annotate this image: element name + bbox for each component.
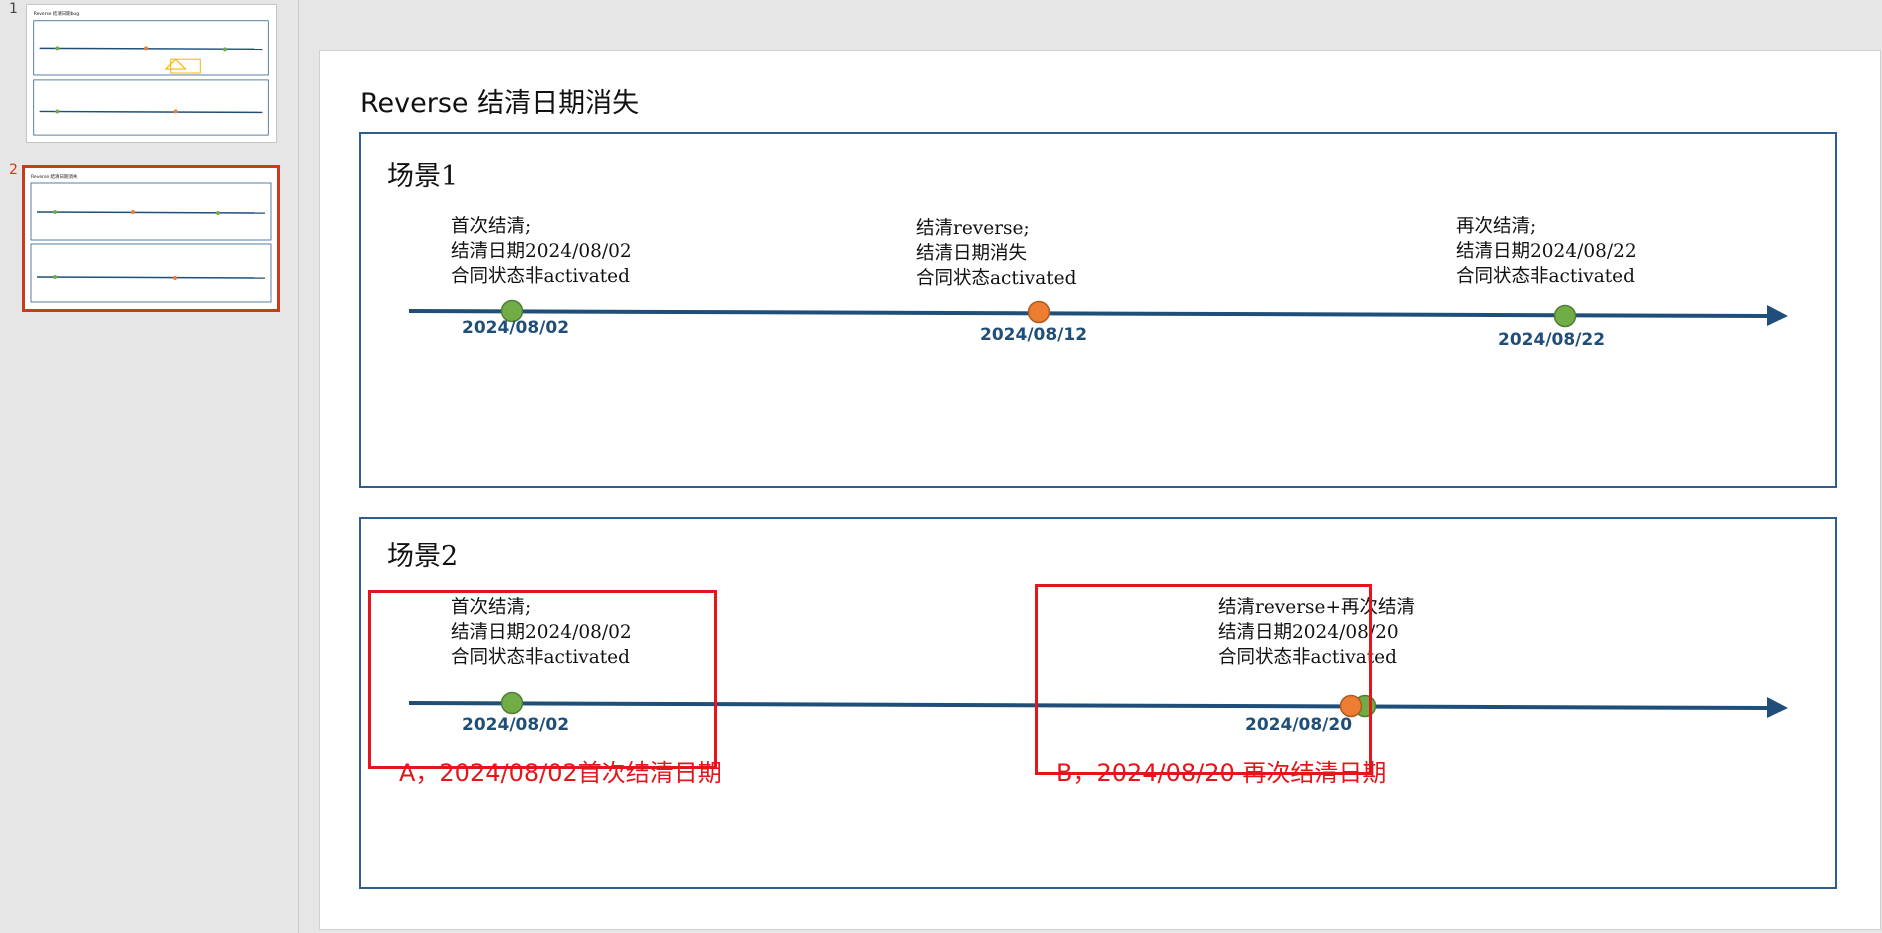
scene-1-box[interactable]: 场景1 首次结清; 结清日期2024/08/02 合同状态非activated … — [359, 132, 1837, 488]
slide-title[interactable]: Reverse 结清日期消失 — [360, 88, 640, 119]
scene-1-event-1-text[interactable]: 首次结清; 结清日期2024/08/02 合同状态非activated — [451, 216, 632, 287]
thumbnail-2-title: Reverse 结清日期消失 — [31, 173, 78, 180]
thumbnail-number-1: 1 — [9, 1, 18, 17]
scene-1-event-3-dot[interactable] — [1553, 304, 1577, 328]
thumbnail-1-title: Reverse 结清日期bug — [34, 10, 79, 17]
scene-2-event-2-text[interactable]: 结清reverse+再次结清 结清日期2024/08/20 合同状态非activ… — [1218, 597, 1415, 668]
scene-1-date-1[interactable]: 2024/08/02 — [462, 318, 570, 338]
slide[interactable]: Reverse 结清日期消失 场景1 首次结清; 结清日期2024/08/02 … — [319, 50, 1881, 930]
scene-1-event-1-dot[interactable] — [500, 299, 524, 323]
scene-2-date-2[interactable]: 2024/08/20 — [1245, 715, 1353, 735]
scene-2-box[interactable]: 场景2 首次结清; 结清日期2024/08/02 合同状态非activated … — [359, 517, 1837, 889]
annotation-b-label[interactable]: B，2024/08/20 再次结清日期 — [1056, 759, 1387, 787]
scene-2-event-2-orange-dot[interactable] — [1339, 694, 1363, 718]
scene-1-timeline[interactable] — [361, 134, 1839, 490]
annotation-a-box[interactable] — [368, 590, 717, 769]
annotation-b-box[interactable] — [1035, 584, 1372, 775]
scene-2-event-1-dot[interactable] — [500, 691, 524, 715]
slide-editing-canvas[interactable]: Reverse 结清日期消失 场景1 首次结清; 结清日期2024/08/02 … — [298, 0, 1882, 933]
scene-2-event-1-text[interactable]: 首次结清; 结清日期2024/08/02 合同状态非activated — [451, 597, 632, 668]
thumbnail-1-preview: Reverse 结清日期bug — [27, 5, 276, 142]
scene-1-date-3[interactable]: 2024/08/22 — [1498, 330, 1606, 350]
scene-1-event-3-text[interactable]: 再次结清; 结清日期2024/08/22 合同状态非activated — [1456, 216, 1637, 287]
thumbnail-2-preview: Reverse 结清日期消失 — [25, 168, 277, 309]
scene-1-date-2[interactable]: 2024/08/12 — [980, 325, 1088, 345]
scene-1-event-2-text[interactable]: 结清reverse; 结清日期消失 合同状态activated — [916, 218, 1077, 289]
scene-1-timeline-line — [409, 309, 1770, 318]
slide-thumbnail-pane: 1 Reverse 结清日期bug 2 Reverse 结清日期消失 — [0, 0, 299, 933]
scene-2-timeline-line — [409, 701, 1770, 710]
scene-2-timeline-arrowhead — [1767, 697, 1788, 718]
scene-2-timeline[interactable] — [361, 519, 1839, 891]
slide-thumbnail-2[interactable]: Reverse 结清日期消失 — [22, 165, 280, 312]
slide-thumbnail-1[interactable]: Reverse 结清日期bug — [26, 4, 277, 143]
thumbnail-number-2: 2 — [9, 162, 18, 178]
scene-1-event-2-dot[interactable] — [1027, 300, 1051, 324]
scene-1-timeline-arrowhead — [1767, 305, 1788, 326]
scene-2-label[interactable]: 场景2 — [387, 541, 459, 572]
scene-2-date-1[interactable]: 2024/08/02 — [462, 715, 570, 735]
annotation-a-label[interactable]: A，2024/08/02首次结清日期 — [399, 759, 722, 787]
scene-1-label[interactable]: 场景1 — [387, 161, 459, 192]
